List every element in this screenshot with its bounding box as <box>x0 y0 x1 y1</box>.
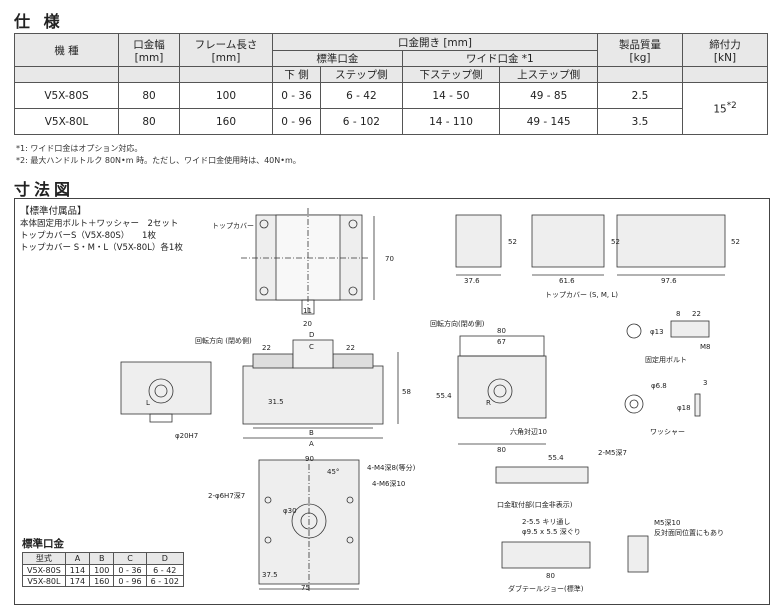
svg-text:L: L <box>146 399 150 407</box>
svg-text:52: 52 <box>731 238 740 246</box>
col-upper-step: 上ステップ側 <box>499 66 598 83</box>
dovetail-front <box>501 541 591 569</box>
accessories: 【標準付属品】 本体固定用ボルト＋ワッシャー 2セット トップカバーS（V5X-… <box>20 206 183 253</box>
svg-text:C: C <box>309 343 314 351</box>
spec-title: 仕 様 <box>14 12 64 31</box>
dovetail-side <box>627 535 649 573</box>
svg-text:11: 11 <box>303 307 312 315</box>
svg-text:67: 67 <box>497 338 506 346</box>
svg-text:55.4: 55.4 <box>548 454 564 462</box>
jaw-mount <box>495 466 589 484</box>
svg-text:61.6: 61.6 <box>559 277 575 285</box>
svg-text:22: 22 <box>262 344 271 352</box>
svg-text:A: A <box>309 440 314 448</box>
table-row: V5X-80S 80 100 0 - 36 6 - 42 14 - 50 49 … <box>14 82 768 135</box>
label-top-cover-sml: トップカバー (S, M, L) <box>545 291 618 299</box>
label-top-cover: トップカバー <box>212 222 254 230</box>
bolt-side <box>670 320 710 338</box>
top-cover-s <box>455 214 502 268</box>
svg-text:口金取付部(口金非表示): 口金取付部(口金非表示) <box>497 500 573 509</box>
label-washer: ワッシャー <box>650 428 685 436</box>
top-cover-m <box>531 214 605 268</box>
svg-text:φ9.5 x 5.5 深ぐり: φ9.5 x 5.5 深ぐり <box>522 527 581 536</box>
svg-text:2-M5深7: 2-M5深7 <box>598 448 627 457</box>
svg-text:52: 52 <box>508 238 517 246</box>
svg-text:97.6: 97.6 <box>661 277 677 285</box>
table-row: V5X-80S 114 100 0 - 36 6 - 42 <box>22 564 184 576</box>
svg-text:2-φ6H7深7: 2-φ6H7深7 <box>208 491 245 500</box>
front-view <box>242 365 384 425</box>
svg-text:37.6: 37.6 <box>464 277 480 285</box>
col-jaw-width: 口金幅[mm] <box>118 33 180 67</box>
svg-text:回転方向 (閉め側): 回転方向 (閉め側) <box>195 336 252 345</box>
dim-title: 寸法図 <box>14 180 75 199</box>
svg-text:回転方向(閉め側): 回転方向(閉め側) <box>430 319 485 328</box>
col-lower-step: 下ステップ側 <box>401 66 501 83</box>
svg-text:8: 8 <box>676 310 680 318</box>
svg-text:37.5: 37.5 <box>262 571 278 579</box>
washer-side <box>694 393 701 417</box>
svg-text:80: 80 <box>497 446 506 454</box>
svg-text:4-M4深8(等分): 4-M4深8(等分) <box>367 463 416 472</box>
svg-text:4-M6深10: 4-M6深10 <box>372 479 405 488</box>
svg-text:90: 90 <box>305 455 314 463</box>
svg-text:φ6.8: φ6.8 <box>651 382 667 390</box>
svg-text:31.5: 31.5 <box>268 398 284 406</box>
svg-text:80: 80 <box>497 327 506 335</box>
svg-text:M5深10: M5深10 <box>654 518 680 527</box>
svg-text:R: R <box>486 399 491 407</box>
svg-text:80: 80 <box>546 572 555 580</box>
table-row: V5X-80L 174 160 0 - 96 6 - 102 <box>22 575 184 587</box>
jaw-table-title: 標準口金 <box>22 538 64 550</box>
washer-front <box>624 394 644 414</box>
bolt-head <box>626 323 642 339</box>
col-weight: 製品質量[kg] <box>597 33 683 67</box>
svg-text:58: 58 <box>402 388 411 396</box>
note-1: *1: ワイド口金はオプション対応。 <box>16 144 143 153</box>
svg-text:φ20H7: φ20H7 <box>175 432 198 440</box>
table-row: V5X-80L 80 160 0 - 96 6 - 102 14 - 110 4… <box>14 108 768 135</box>
svg-text:反対面同位置にもあり: 反対面同位置にもあり <box>654 528 724 537</box>
spec-table: 機 種 口金幅[mm] フレーム長さ[mm] 口金開き [mm] 製品質量[kg… <box>14 33 768 135</box>
svg-text:B: B <box>309 429 314 437</box>
svg-text:45°: 45° <box>327 468 339 476</box>
svg-text:55.4: 55.4 <box>436 392 452 400</box>
svg-text:20: 20 <box>303 320 312 328</box>
jaw-table: 型式 A B C D V5X-80S 114 100 0 - 36 6 - 42… <box>22 552 184 587</box>
svg-text:70: 70 <box>385 255 394 263</box>
drawing-frame <box>14 198 770 605</box>
force-cell: 15*2 <box>682 82 768 135</box>
top-cover-l <box>616 214 726 268</box>
svg-text:3: 3 <box>703 379 707 387</box>
svg-text:22: 22 <box>692 310 701 318</box>
label-fix-bolt: 固定用ボルト <box>645 355 687 364</box>
col-std-jaw: 標準口金 <box>272 50 403 67</box>
side-view-right <box>457 355 547 419</box>
col-wide-jaw: ワイド口金 *1 <box>401 50 599 67</box>
svg-text:2-5.5 キリ通し: 2-5.5 キリ通し <box>522 517 570 526</box>
svg-text:D: D <box>309 331 314 339</box>
svg-text:52: 52 <box>611 238 620 246</box>
svg-text:φ30: φ30 <box>283 507 297 515</box>
svg-text:φ18: φ18 <box>677 404 691 412</box>
svg-text:φ13: φ13 <box>650 328 664 336</box>
label-dovetail: ダブテールジョー(標準) <box>508 584 584 593</box>
note-2: *2: 最大ハンドルトルク 80N•m 時。ただし、ワイド口金使用時は、40N•… <box>16 156 301 165</box>
col-frame-len: フレーム長さ[mm] <box>179 33 273 67</box>
svg-text:22: 22 <box>346 344 355 352</box>
col-opening: 口金開き [mm] <box>272 33 598 51</box>
col-force: 締付力[kN] <box>682 33 768 67</box>
svg-text:六角対辺10: 六角対辺10 <box>510 427 547 436</box>
svg-text:75: 75 <box>301 584 310 592</box>
svg-text:M8: M8 <box>700 343 711 351</box>
